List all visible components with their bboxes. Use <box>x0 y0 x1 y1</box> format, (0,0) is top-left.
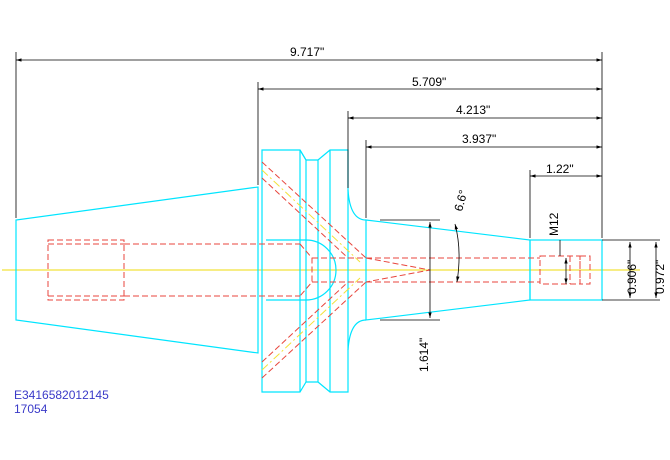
tool-holder-outline <box>15 149 603 393</box>
part-code: E3416582012145 <box>14 388 109 402</box>
dim-tip-length: 1.22" <box>546 162 574 176</box>
dim-tip-inner-diameter: 0.906" <box>625 260 639 294</box>
dim-flange-to-end: 5.709" <box>412 75 446 89</box>
dim-taper-start-to-end: 3.937" <box>462 132 496 146</box>
dim-overall-length: 9.717" <box>290 45 324 59</box>
part-number: 17054 <box>14 402 48 416</box>
dim-bore-diameter: 1.614" <box>417 338 431 372</box>
dimension-lines <box>15 52 660 321</box>
hidden-lines <box>47 161 591 379</box>
coolant-centerlines <box>261 169 361 371</box>
dim-tip-outer-diameter: 0.972" <box>653 260 667 294</box>
dim-thread: M12 <box>547 212 561 236</box>
dim-angle: 6.6° <box>451 188 470 213</box>
dim-flange-face-to-end: 4.213" <box>456 103 490 117</box>
